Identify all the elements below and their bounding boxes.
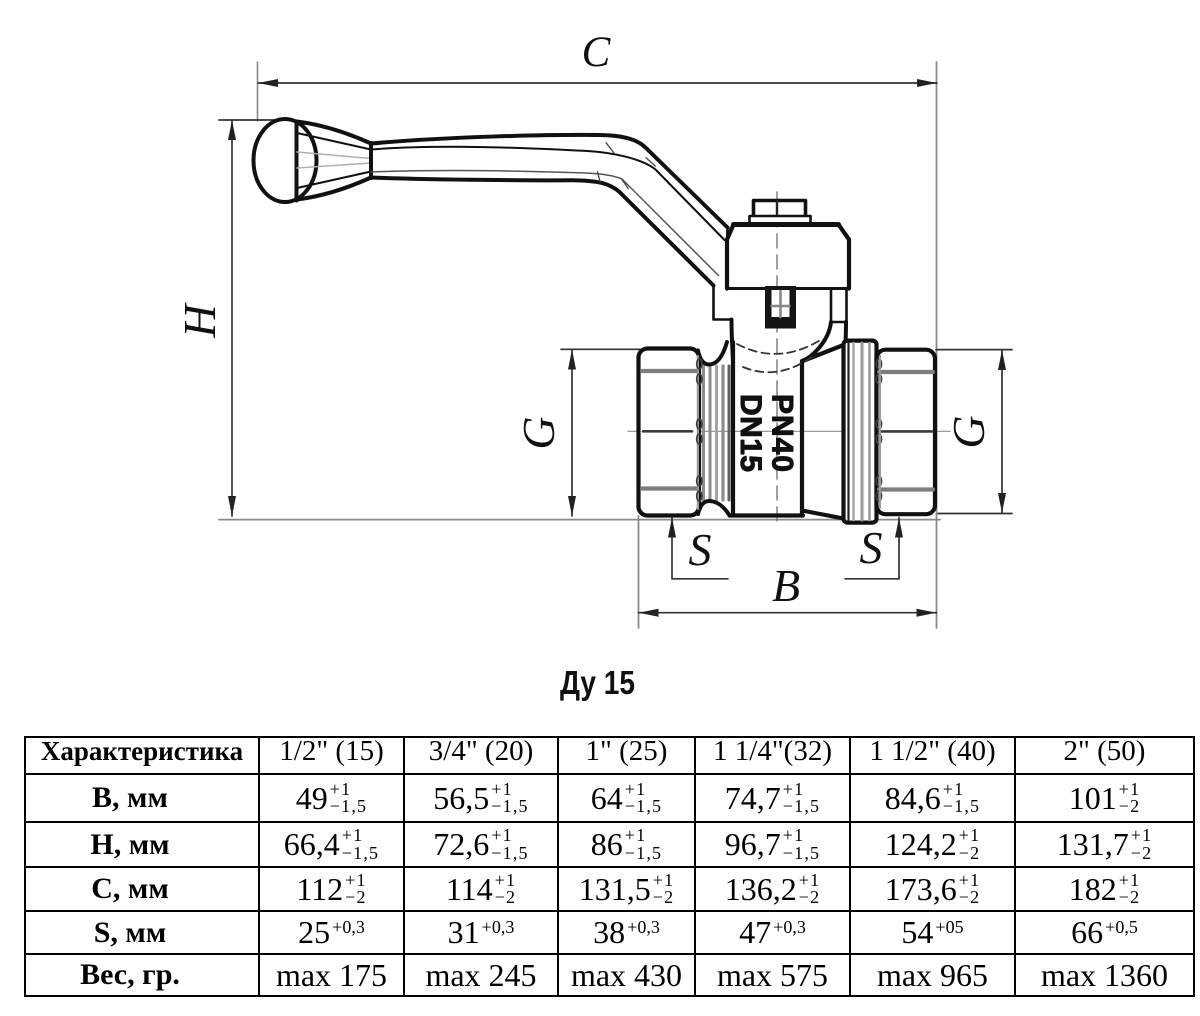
svg-text:S: S bbox=[860, 522, 883, 573]
svg-text:S: S bbox=[689, 524, 712, 575]
svg-text:C: C bbox=[582, 29, 612, 76]
svg-text:H: H bbox=[174, 302, 225, 339]
svg-text:G: G bbox=[943, 415, 994, 448]
svg-text:G: G bbox=[513, 416, 564, 449]
svg-text:DN15: DN15 bbox=[734, 394, 767, 472]
svg-text:PN40: PN40 bbox=[766, 394, 799, 472]
svg-text:B: B bbox=[772, 560, 800, 611]
